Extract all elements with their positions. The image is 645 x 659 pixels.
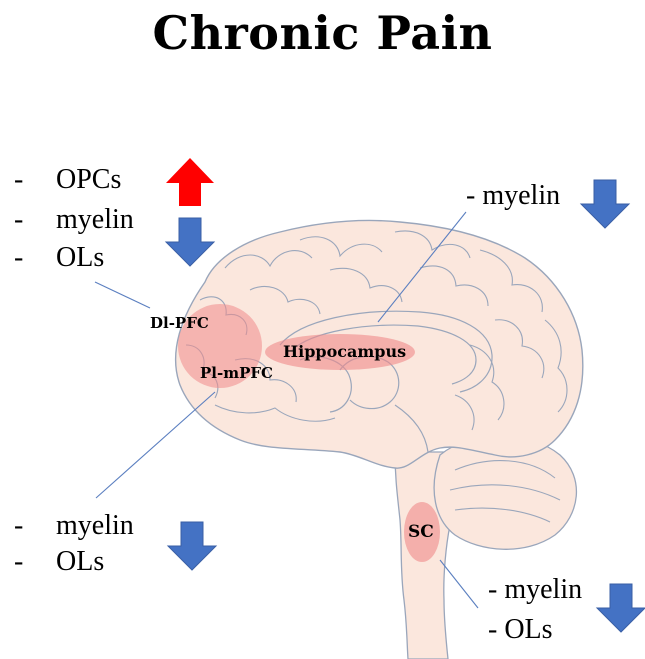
finding-ols: - OLs [488, 614, 553, 646]
finding-text: myelin [482, 180, 560, 211]
finding-text: OLs [504, 614, 552, 645]
finding-myelin: -myelin [14, 510, 134, 542]
down-arrow-icon [168, 522, 216, 570]
region-label-hippocampus: Hippocampus [283, 342, 406, 361]
bullet-dash: - [14, 242, 56, 274]
bullet-dash: - [488, 614, 497, 645]
leader-line-top-left [95, 282, 150, 308]
bullet-dash: - [14, 204, 56, 236]
up-arrow-icon [166, 158, 214, 206]
bullet-dash: - [466, 180, 475, 211]
finding-opcs: -OPCs [14, 164, 121, 196]
region-label-plmpfc: Pl-mPFC [200, 364, 273, 382]
leader-line-bottom-right [440, 560, 478, 608]
finding-myelin: - myelin [466, 180, 560, 212]
bullet-dash: - [14, 510, 56, 542]
finding-ols: -OLs [14, 546, 104, 578]
region-label-dlpfc: Dl-PFC [150, 314, 209, 332]
region-label-sc: SC [408, 522, 434, 542]
finding-text: myelin [504, 574, 582, 605]
down-arrow-icon [581, 180, 629, 228]
finding-text: myelin [56, 510, 134, 541]
finding-text: OLs [56, 242, 104, 273]
finding-ols: -OLs [14, 242, 104, 274]
bullet-dash: - [488, 574, 497, 605]
leader-line-bottom-left [96, 392, 215, 498]
finding-text: OPCs [56, 164, 121, 195]
finding-text: myelin [56, 204, 134, 235]
finding-myelin: - myelin [488, 574, 582, 606]
bullet-dash: - [14, 164, 56, 196]
down-arrow-icon [597, 584, 645, 632]
finding-text: OLs [56, 546, 104, 577]
down-arrow-icon [166, 218, 214, 266]
finding-myelin: -myelin [14, 204, 134, 236]
bullet-dash: - [14, 546, 56, 578]
